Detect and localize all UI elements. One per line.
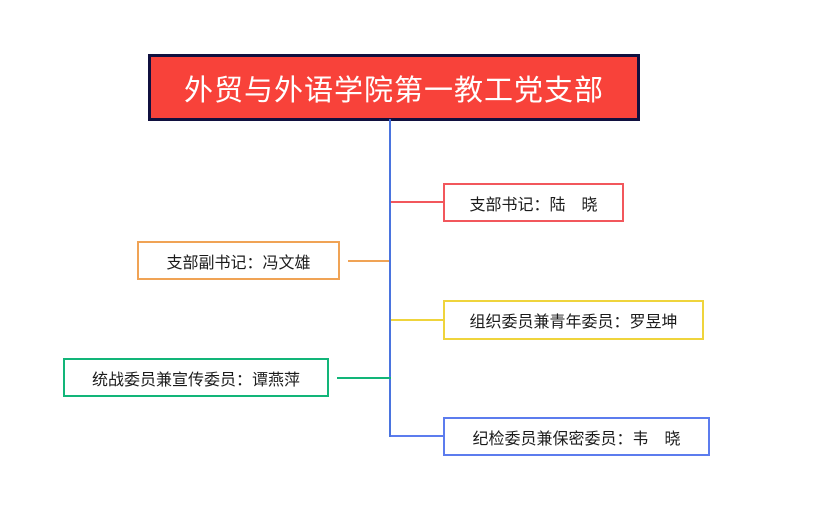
- root-topic-party-branch[interactable]: 外贸与外语学院第一教工党支部: [148, 54, 646, 127]
- node-deputy-secretary[interactable]: 支部副书记：冯文雄: [128, 241, 349, 285]
- node-united-front-propaganda-member-label: 统战委员兼宣传委员：谭燕萍: [91, 371, 300, 389]
- node-discipline-confidentiality-member-label: 纪检委员兼保密委员：韦 晓: [472, 430, 681, 448]
- branch-line-discipline: [391, 435, 443, 437]
- trunk-line: [389, 119, 391, 437]
- branch-line-organization: [391, 319, 443, 321]
- node-deputy-secretary-label: 支部副书记：冯文雄: [166, 254, 311, 272]
- node-organization-youth-member-label: 组织委员兼青年委员：罗昱坤: [469, 314, 678, 331]
- node-branch-secretary[interactable]: 支部书记：陆 晓: [434, 183, 633, 227]
- node-discipline-confidentiality-member[interactable]: 纪检委员兼保密委员：韦 晓: [434, 417, 719, 461]
- node-united-front-propaganda-member[interactable]: 统战委员兼宣传委员：谭燕萍: [54, 358, 338, 402]
- root-topic-label: 外贸与外语学院第一教工党支部: [183, 74, 604, 107]
- branch-line-deputy-secretary: [348, 260, 389, 262]
- node-organization-youth-member[interactable]: 组织委员兼青年委员：罗昱坤: [434, 300, 713, 345]
- node-branch-secretary-label: 支部书记：陆 晓: [469, 196, 598, 214]
- branch-line-secretary: [391, 201, 443, 203]
- branch-line-united-front: [337, 377, 391, 379]
